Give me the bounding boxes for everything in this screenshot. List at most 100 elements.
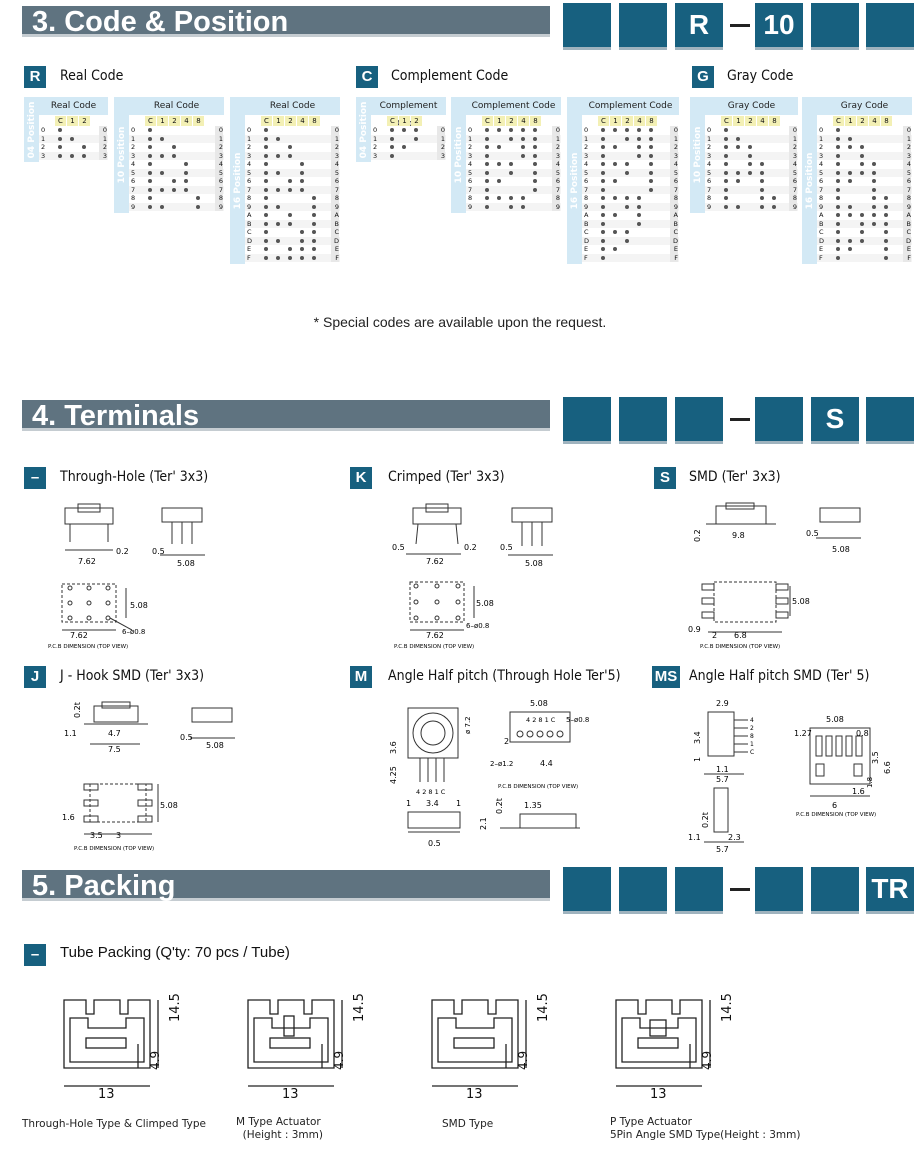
dim: 3.4: [693, 731, 702, 744]
row-value: 8: [215, 194, 223, 203]
dim: ø 7.2: [464, 716, 472, 734]
column-header: 2: [79, 116, 90, 126]
bit-dot: [613, 230, 617, 234]
dim: 7.62: [70, 631, 88, 640]
bit-dot: [509, 128, 513, 132]
dim: 0.2: [693, 529, 702, 542]
row-value: 0: [552, 126, 560, 135]
bit-dot: [172, 153, 176, 158]
bit-dot: [521, 128, 525, 132]
angle-half-pitch-smd-badge: MS: [652, 666, 680, 688]
row-value: 3: [789, 151, 797, 160]
column-header: 1: [610, 116, 621, 126]
tube-width-dim: 13: [466, 1087, 483, 1102]
row-number: A: [819, 211, 824, 219]
bit-dot: [497, 179, 501, 183]
row-value: B: [903, 219, 911, 228]
code-box: [619, 867, 667, 911]
row-value: E: [670, 245, 678, 254]
row-number: B: [819, 219, 824, 228]
row-value: 5: [903, 168, 911, 177]
row-number: 6: [468, 177, 473, 185]
bit-dot: [736, 204, 740, 209]
row-value: 6: [903, 177, 911, 186]
column-header: 2: [857, 116, 868, 126]
dim: 2: [504, 737, 509, 746]
dim: 0.5: [428, 839, 441, 848]
bit-dot: [276, 170, 280, 175]
column-header: C: [482, 116, 493, 126]
bit-dot: [613, 145, 617, 149]
bit-dot: [300, 187, 304, 192]
section-header-packing: 5. Packing: [22, 870, 550, 902]
bit-dot: [613, 213, 617, 217]
row-number: 2: [373, 143, 378, 151]
row-number: E: [819, 245, 824, 253]
code-box: [811, 867, 859, 911]
column-header: 4: [181, 116, 192, 126]
bit-dot: [312, 247, 316, 251]
column-header: 8: [309, 116, 320, 126]
bit-dot: [760, 196, 764, 200]
row-number: C: [584, 228, 589, 236]
pin-label: 1: [750, 741, 754, 748]
dim: 7.62: [426, 631, 444, 640]
bit-dot: [312, 213, 316, 217]
bit-dot: [414, 128, 418, 132]
angle-half-pitch-smd-drawing: 2.9 3.4 1 1.1 5.7 0.2t 1.1 2.3 5.7 5.08 …: [688, 699, 892, 854]
row-number: 8: [131, 194, 136, 202]
section-header-terminals: 4. Terminals: [22, 400, 550, 432]
pcb-label: P.C.B DIMENSION (TOP VIEW): [796, 812, 876, 818]
column-header: C: [145, 116, 156, 126]
bit-dot: [160, 153, 164, 158]
dim: 3.5: [871, 751, 880, 764]
row-number: 1: [584, 134, 589, 143]
bit-dot: [276, 204, 280, 209]
column-header: 1: [399, 116, 410, 126]
row-number: 4: [131, 160, 136, 168]
row-value: 9: [789, 202, 797, 211]
row-number: 2: [247, 143, 252, 151]
row-value: 3: [437, 151, 445, 160]
position-label: 10 Position: [451, 97, 466, 213]
row-value: 4: [789, 160, 797, 169]
dim: 0.9: [688, 625, 701, 634]
position-text: 10 Position: [692, 126, 703, 184]
bit-dot: [649, 162, 653, 166]
position-text: 16 Position: [569, 152, 580, 209]
bit-dot: [196, 196, 200, 200]
dim: 6–ø0.8: [122, 628, 145, 636]
dim: 5.7: [716, 845, 729, 854]
row-value: 1: [331, 134, 339, 143]
row-number: 3: [819, 151, 824, 160]
bit-dot: [884, 247, 888, 251]
row-number: 0: [131, 126, 136, 134]
bit-dot: [276, 187, 280, 192]
dim: 4 2 8 1 C: [416, 788, 446, 796]
dim: 0.8: [856, 729, 869, 738]
bit-dot: [533, 162, 537, 166]
pcb-label: P.C.B DIMENSION (TOP VIEW): [394, 644, 474, 650]
row-number: 3: [41, 151, 46, 160]
bit-dot: [312, 255, 316, 260]
table-title: Gray Code: [817, 97, 912, 115]
dim: 5.08: [476, 599, 494, 608]
bit-dot: [884, 204, 888, 209]
pcb-label: P.C.B DIMENSION (TOP VIEW): [700, 644, 780, 650]
row-number: 9: [247, 202, 252, 211]
bit-dot: [748, 170, 752, 175]
row-value: 4: [215, 160, 223, 169]
table-title: Complement Code: [371, 97, 446, 129]
row-number: 1: [373, 134, 378, 143]
row-number: 7: [247, 185, 252, 194]
code-box: [619, 397, 667, 441]
row-value: 2: [670, 143, 678, 152]
bit-dot: [760, 179, 764, 183]
